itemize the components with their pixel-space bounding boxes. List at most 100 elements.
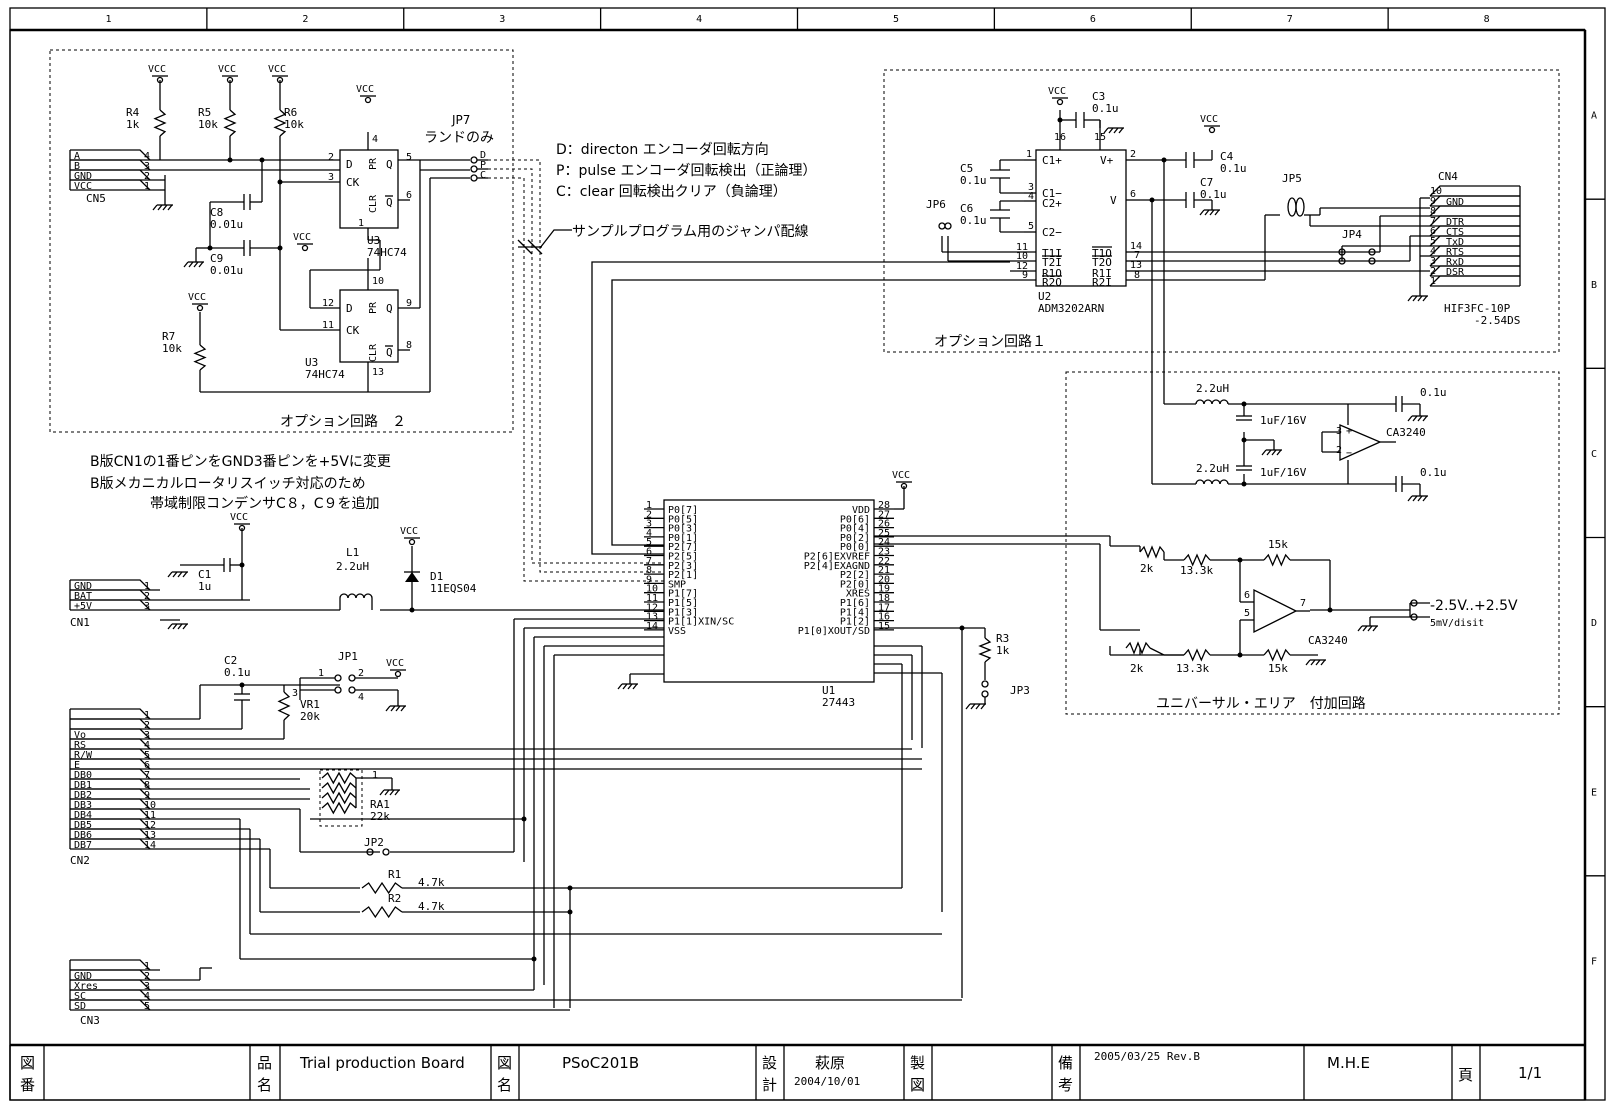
gnd-hatch	[970, 703, 976, 710]
u3b-num8: 8	[406, 340, 412, 351]
vcc-label: VCC	[230, 512, 248, 523]
connector-signal: RS	[74, 740, 86, 751]
frame-col-label: 3	[499, 14, 505, 25]
opamp-upper-minus: −	[1346, 448, 1352, 459]
u1-left-pin-num: 3	[646, 519, 652, 530]
r15k-lower	[1263, 648, 1291, 662]
u1-left-pin-num: 14	[646, 621, 658, 632]
u3a-d: D	[346, 158, 353, 171]
gnd-hatch	[1372, 625, 1378, 632]
connector-signal: SC	[74, 991, 86, 1002]
c3-value: 0.1u	[1092, 102, 1119, 115]
cap-lower-label: 1uF/16V	[1260, 466, 1307, 479]
vcc-node	[408, 538, 416, 546]
connector-pin-num: 2	[144, 171, 150, 182]
vcc-label: VCC	[218, 64, 236, 75]
connector-pin-num: 6	[144, 760, 150, 771]
vcc-node	[1056, 98, 1064, 106]
u3a-num1: 1	[358, 218, 364, 229]
gnd-hatch	[1276, 449, 1282, 456]
gnd-hatch	[1305, 659, 1311, 666]
connector-pin-slant	[70, 989, 151, 1001]
opamp-upper-plus: +	[1346, 426, 1352, 437]
u2-chip: C1+ C1− C2+ C2− T1I T2I R1O R2O V+ V T1O…	[1010, 120, 1142, 315]
connector-pin-num: 10	[144, 800, 156, 811]
u1-left-pin-name: P2[7]	[668, 542, 698, 553]
vcc-label: VCC	[356, 84, 374, 95]
u1-right-pin-name: P1[0]XOUT/SD	[798, 626, 870, 637]
connector-pin-slant	[70, 969, 151, 981]
option-circuit-1-box	[883, 69, 1560, 353]
u1-left-pin-name: P2[5]	[668, 552, 698, 563]
gnd-hatch	[1417, 415, 1423, 422]
connector-pin-slant	[70, 959, 151, 971]
u1-left-pin-num: 1	[646, 500, 652, 511]
d1-value: 11EQS04	[430, 582, 477, 595]
connector-signal: SD	[74, 1001, 86, 1012]
legend-p: P：pulse エンコーダ回転検出（正論理）	[556, 163, 816, 179]
l1-label: L1	[346, 546, 359, 559]
u1-right-pin-num: 20	[878, 574, 890, 585]
u2-part: ADM3202ARN	[1038, 302, 1104, 315]
vcc-label: VCC	[293, 232, 311, 243]
opt2-wiring: D P C	[159, 80, 664, 582]
gnd-hatch	[975, 703, 981, 710]
frame-col-label: 5	[893, 14, 899, 25]
connector-pin-slant	[1429, 235, 1520, 247]
gnd-hatch	[1362, 625, 1368, 632]
gnd-hatch	[1412, 415, 1418, 422]
u2-num-10: 10	[1016, 251, 1028, 262]
rev-note-1: B版CN1の1番ピンをGND3番ピンを+5Vに変更	[90, 453, 391, 470]
jp6-pad2	[944, 222, 952, 230]
connector-pin-slant	[70, 149, 151, 161]
l1-value: 2.2uH	[336, 560, 369, 573]
inductor-lower	[1219, 479, 1229, 485]
output-range: -2.5V..+2.5V	[1430, 598, 1518, 614]
frame-col-label: 1	[105, 14, 111, 25]
u1-right-pin-num: 27	[878, 509, 890, 520]
opamp-lower-num7: 7	[1300, 598, 1306, 609]
cn4-part-2: -2.54DS	[1474, 314, 1520, 327]
u2-pin-r1i: R1I	[1092, 267, 1112, 280]
connector-pin-slant	[1429, 225, 1520, 237]
junction-dot	[277, 245, 283, 251]
u3a-num5: 5	[406, 152, 412, 163]
cn4-part-1: HIF3FC-10P	[1444, 302, 1511, 315]
jp7-c: C	[480, 170, 486, 181]
vcc-label: VCC	[400, 526, 418, 537]
junction-dot	[227, 157, 233, 163]
gnd-hatch	[182, 623, 188, 630]
connector-pin-num: 3	[144, 730, 150, 741]
vr1-resistor	[277, 691, 291, 721]
r2-label: R2	[388, 892, 401, 905]
l1-inductor	[363, 593, 373, 599]
gnd-hatch	[394, 789, 400, 796]
sekkei-label-1: 設	[762, 1054, 777, 1072]
inductor-upper	[1195, 399, 1205, 405]
hinmei-label-1: 品	[257, 1054, 272, 1072]
ra1-resistor	[321, 771, 357, 785]
r5-label: R5	[198, 106, 211, 119]
connector-pin-num: 11	[144, 810, 156, 821]
l1-inductor	[339, 593, 349, 599]
u1-right-pin-name: P2[2]	[840, 570, 870, 581]
u1-right-pin-num: 19	[878, 584, 890, 595]
u2-pin-r1o: R1O	[1042, 267, 1062, 280]
u1-right-pin-num: 28	[878, 500, 890, 511]
frame-row-label: C	[1591, 449, 1597, 460]
u1-right-pin-name: P0[4]	[840, 524, 870, 535]
u2-pin-r2o: R2O	[1042, 276, 1062, 289]
u1-left-pin-num: 9	[646, 574, 652, 585]
u1-right-pin-name: P0[0]	[840, 542, 870, 553]
c5-value: 0.1u	[960, 174, 987, 187]
u1-right-pin-num: 22	[878, 556, 890, 567]
u3a-ck: CK	[346, 176, 360, 189]
u1-right-pin-num: 17	[878, 602, 890, 613]
gnd-hatch	[177, 571, 183, 578]
u1-part: 27443	[822, 696, 855, 709]
connector-pin-slant	[70, 169, 151, 181]
cap01-upper-label: 0.1u	[1420, 386, 1447, 399]
c4-value: 0.1u	[1220, 162, 1247, 175]
hinmei-label-2: 名	[257, 1076, 272, 1094]
vcc-node	[364, 96, 372, 104]
